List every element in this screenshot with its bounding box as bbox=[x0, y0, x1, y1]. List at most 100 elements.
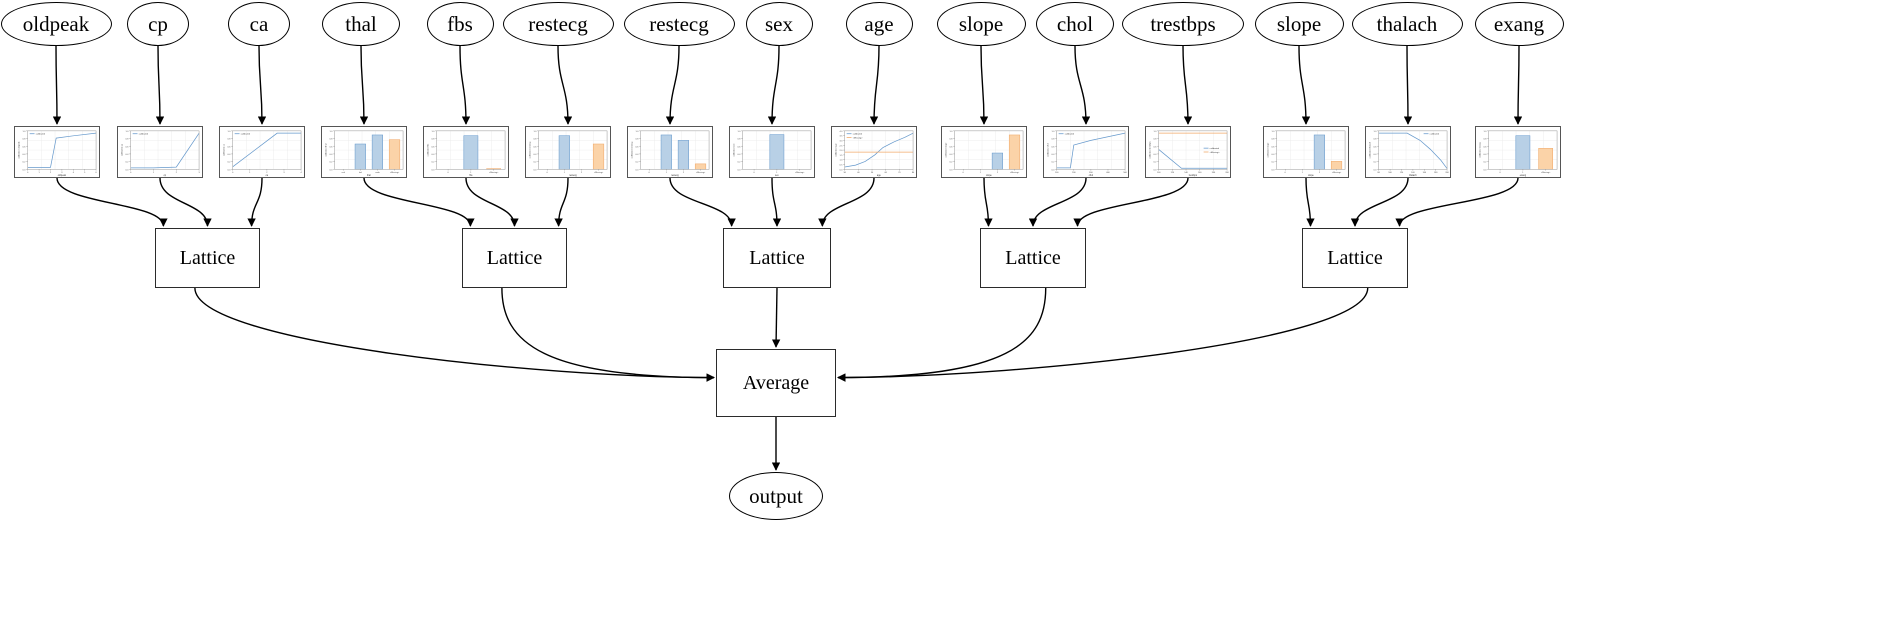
feature-node-label: sex bbox=[765, 11, 793, 36]
feature-node-label: thal bbox=[345, 11, 377, 36]
feature-node-label: chol bbox=[1056, 11, 1094, 36]
graph-edge bbox=[155, 45, 165, 125]
svg-text:exang: exang bbox=[1520, 175, 1527, 177]
svg-text:0.0: 0.0 bbox=[738, 169, 742, 171]
svg-text:200: 200 bbox=[1225, 172, 1229, 174]
lattice-node-1[interactable]: Lattice bbox=[462, 228, 567, 288]
svg-text:0.0: 0.0 bbox=[23, 169, 27, 171]
svg-text:0.2: 0.2 bbox=[636, 162, 640, 164]
svg-text:0.4: 0.4 bbox=[950, 154, 954, 156]
svg-text:calibrated slope: calibrated slope bbox=[1266, 142, 1269, 158]
svg-text:0.4: 0.4 bbox=[1374, 154, 1378, 156]
feature-node-thal[interactable]: thal bbox=[322, 2, 400, 46]
graph-edge bbox=[1305, 177, 1315, 227]
svg-text:calibrated thal: calibrated thal bbox=[324, 143, 327, 157]
feature-node-cp[interactable]: cp bbox=[127, 2, 189, 46]
output-node[interactable]: output bbox=[729, 472, 823, 520]
svg-text:50: 50 bbox=[871, 172, 874, 174]
svg-text:0: 0 bbox=[1285, 172, 1287, 174]
feature-node-slope[interactable]: slope bbox=[1254, 2, 1344, 46]
average-node[interactable]: Average bbox=[716, 349, 836, 417]
svg-text:0: 0 bbox=[232, 172, 234, 174]
svg-text:4: 4 bbox=[301, 172, 303, 174]
graph-edge bbox=[869, 45, 880, 125]
svg-text:oldpeak: oldpeak bbox=[58, 175, 67, 177]
svg-text:0.8: 0.8 bbox=[950, 139, 954, 141]
svg-text:0.4: 0.4 bbox=[228, 154, 232, 156]
graph-edge bbox=[818, 177, 875, 227]
svg-text:trestbps: trestbps bbox=[1189, 174, 1198, 177]
feature-node-sex[interactable]: sex bbox=[745, 2, 813, 46]
feature-node-restecg[interactable]: restecg bbox=[623, 2, 735, 46]
svg-text:6: 6 bbox=[96, 172, 98, 174]
lattice-node-label: Lattice bbox=[749, 246, 805, 269]
svg-text:200: 200 bbox=[1445, 172, 1449, 174]
svg-text:60: 60 bbox=[885, 172, 888, 174]
graph-edge bbox=[1074, 45, 1091, 125]
lattice-node-3[interactable]: Lattice bbox=[980, 228, 1086, 288]
graph-edge bbox=[1298, 45, 1311, 125]
svg-text:0.8: 0.8 bbox=[1484, 139, 1488, 141]
svg-text:1.0: 1.0 bbox=[1272, 131, 1276, 133]
svg-text:slope: slope bbox=[1308, 175, 1314, 177]
svg-text:<Missing>: <Missing> bbox=[795, 171, 805, 174]
feature-node-exang[interactable]: exang bbox=[1474, 2, 1564, 46]
svg-text:1.0: 1.0 bbox=[1154, 131, 1158, 133]
svg-text:age: age bbox=[877, 175, 882, 177]
svg-text:1.0: 1.0 bbox=[23, 131, 27, 133]
svg-text:0.6: 0.6 bbox=[1052, 146, 1056, 148]
svg-text:0.6: 0.6 bbox=[432, 146, 436, 148]
svg-text:2: 2 bbox=[581, 172, 583, 174]
feature-node-chol[interactable]: chol bbox=[1036, 2, 1114, 46]
svg-text:0.2: 0.2 bbox=[1374, 162, 1378, 164]
feature-node-slope[interactable]: slope bbox=[936, 2, 1026, 46]
svg-text:<Missing>: <Missing> bbox=[1010, 171, 1020, 174]
feature-node-label: cp bbox=[148, 11, 168, 36]
svg-text:0.2: 0.2 bbox=[432, 162, 436, 164]
svg-text:1: 1 bbox=[564, 172, 566, 174]
graph-edge bbox=[1395, 177, 1519, 227]
svg-text:0.0: 0.0 bbox=[840, 169, 844, 171]
graph-edge bbox=[1028, 177, 1087, 227]
feature-node-oldpeak[interactable]: oldpeak bbox=[0, 2, 112, 46]
svg-text:0.4: 0.4 bbox=[636, 154, 640, 156]
svg-text:0: 0 bbox=[1500, 172, 1502, 174]
svg-text:calibrated chol: calibrated chol bbox=[1046, 143, 1049, 157]
feature-node-age[interactable]: age bbox=[845, 2, 913, 46]
svg-text:0.8: 0.8 bbox=[534, 139, 538, 141]
svg-text:1.5: 1.5 bbox=[840, 155, 844, 157]
graph-edge bbox=[194, 287, 715, 382]
svg-text:0.8: 0.8 bbox=[1272, 139, 1276, 141]
feature-node-thalach[interactable]: thalach bbox=[1351, 2, 1463, 46]
svg-text:<Missing>: <Missing> bbox=[1541, 171, 1551, 174]
svg-text:<Missing>: <Missing> bbox=[390, 171, 400, 174]
svg-text:1: 1 bbox=[470, 172, 472, 174]
lattice-node-4[interactable]: Lattice bbox=[1302, 228, 1408, 288]
feature-node-label: oldpeak bbox=[22, 11, 90, 36]
svg-text:rvrsb: rvrsb bbox=[375, 171, 380, 174]
svg-text:calibrated: calibrated bbox=[853, 133, 863, 136]
svg-text:2.5: 2.5 bbox=[840, 145, 844, 147]
svg-text:1: 1 bbox=[1522, 172, 1524, 174]
feature-node-restecg[interactable]: restecg bbox=[502, 2, 614, 46]
lattice-node-2[interactable]: Lattice bbox=[723, 228, 831, 288]
feature-node-label: age bbox=[864, 11, 894, 36]
svg-text:<Missing>: <Missing> bbox=[594, 171, 604, 174]
svg-text:0: 0 bbox=[754, 172, 756, 174]
svg-text:calibrated fbs: calibrated fbs bbox=[426, 144, 429, 157]
lattice-node-0[interactable]: Lattice bbox=[155, 228, 260, 288]
svg-text:0: 0 bbox=[963, 172, 965, 174]
feature-node-label: trestbps bbox=[1150, 11, 1216, 36]
svg-text:100: 100 bbox=[1157, 172, 1161, 174]
svg-text:0.8: 0.8 bbox=[330, 139, 334, 141]
feature-node-fbs[interactable]: fbs bbox=[426, 2, 494, 46]
feature-node-ca[interactable]: ca bbox=[228, 2, 290, 46]
svg-text:1.0: 1.0 bbox=[1052, 131, 1056, 133]
feature-node-trestbps[interactable]: trestbps bbox=[1122, 2, 1244, 46]
svg-text:calibrated trestbps: calibrated trestbps bbox=[1148, 141, 1151, 158]
